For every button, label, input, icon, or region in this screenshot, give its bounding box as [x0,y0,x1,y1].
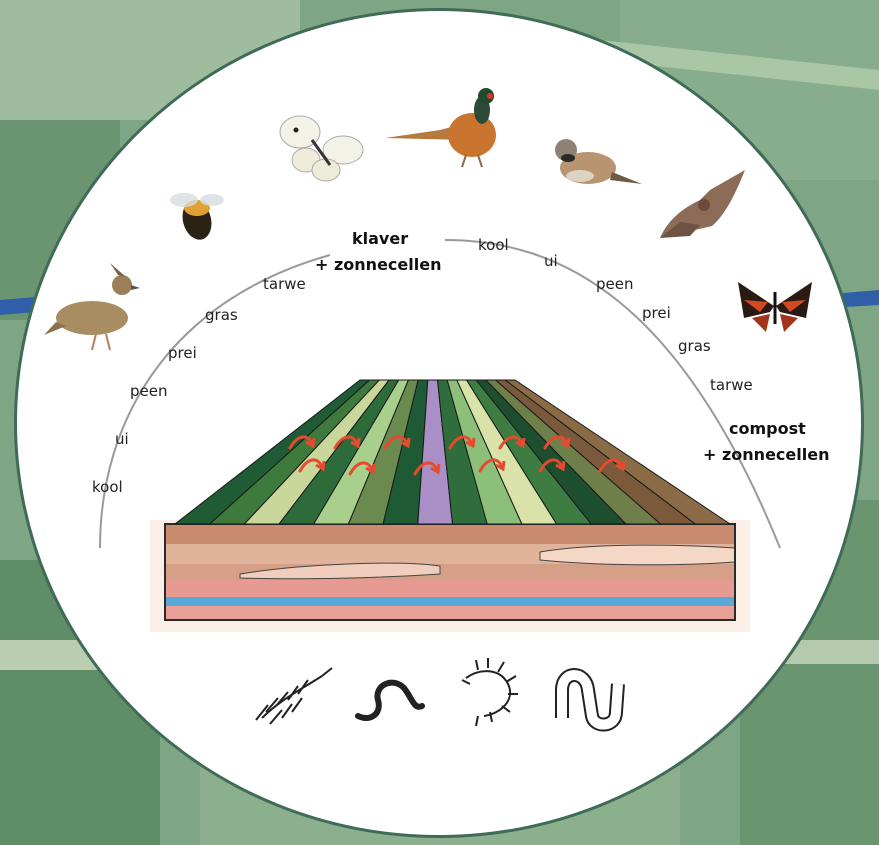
pheasant-icon [385,88,496,167]
sparrow-icon [555,139,642,184]
left-label-peen: peen [130,382,168,400]
right-label-gras: gras [678,337,711,355]
left-label-klaver: klaver [352,229,408,248]
left-label-tarwe: tarwe [263,275,306,293]
bumblebee-icon [170,193,224,243]
left-label-gras: gras [205,306,238,324]
left-label-kool: kool [92,478,123,496]
right-label-prei: prei [642,304,671,322]
right-label-kool: kool [478,236,509,254]
centipede-icon [256,668,332,724]
soil-cross-section [150,520,750,632]
left-label-prei: prei [168,344,197,362]
field-strips [175,380,730,524]
white-butterfly-icon [280,116,363,181]
right-label-zonnecellen: + zonnecellen [703,445,829,464]
right-label-compost: compost [729,419,806,438]
red-admiral-butterfly-icon [738,282,812,332]
right-label-ui: ui [544,252,558,270]
right-label-peen: peen [596,275,634,293]
right-label-tarwe: tarwe [710,376,753,394]
earthworm-icon [562,675,618,725]
left-label-zonnecellen: + zonnecellen [315,255,441,274]
worm-icon [358,683,422,718]
left-label-ui: ui [115,430,129,448]
springtail-icon [462,658,518,726]
bat-icon [660,170,745,238]
lark-icon [44,263,140,350]
